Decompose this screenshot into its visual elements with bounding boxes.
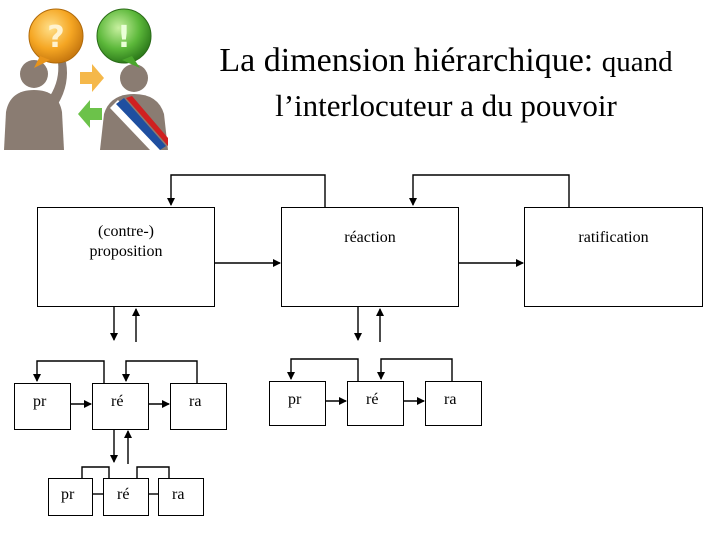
l2right-re-box: ré bbox=[347, 381, 404, 426]
loop-l2right-re-pr bbox=[287, 358, 359, 381]
title-rest: quand bbox=[601, 46, 673, 78]
loop-l3-ra-re bbox=[136, 466, 170, 478]
reaction-label: réaction bbox=[344, 229, 396, 246]
proposition-box: (contre-) proposition bbox=[37, 207, 215, 307]
l2left-re-box: ré bbox=[92, 383, 149, 430]
left-person-icon bbox=[4, 60, 67, 150]
l2right-pr-box: pr bbox=[269, 381, 326, 426]
page-subtitle: l’interlocuteur a du pouvoir bbox=[275, 88, 617, 123]
l3-re-label: ré bbox=[117, 486, 130, 503]
reaction-box: réaction bbox=[281, 207, 459, 307]
l2left-pr-box: pr bbox=[14, 383, 71, 430]
ratification-box: ratification bbox=[524, 207, 703, 307]
arrow-right-icon bbox=[80, 64, 104, 92]
l3-re-box: ré bbox=[103, 478, 149, 516]
l2left-pr-label: pr bbox=[33, 393, 47, 410]
proposition-label-line1: (contre-) bbox=[98, 223, 154, 240]
ratification-label: ratification bbox=[578, 229, 649, 246]
l2left-ra-box: ra bbox=[170, 383, 227, 430]
loop-ratification-to-reaction bbox=[409, 174, 570, 207]
loop-reaction-to-proposition bbox=[167, 174, 326, 207]
l2left-ra-label: ra bbox=[189, 393, 202, 410]
loop-l2left-ra-re bbox=[122, 360, 198, 383]
question-bubble-icon: ? bbox=[28, 8, 84, 68]
l2right-ra-box: ra bbox=[425, 381, 482, 426]
loop-l2left-re-pr bbox=[33, 360, 105, 383]
proposition-label-line2: proposition bbox=[89, 243, 163, 260]
l2right-re-label: ré bbox=[366, 391, 379, 408]
l3-ra-label: ra bbox=[172, 486, 185, 503]
l3-pr-box: pr bbox=[48, 478, 93, 516]
right-person-icon bbox=[100, 64, 168, 150]
svg-text:?: ? bbox=[47, 20, 64, 55]
title-main: La dimension hiérarchique: bbox=[219, 42, 594, 79]
l3-ra-box: ra bbox=[158, 478, 204, 516]
l2right-ra-label: ra bbox=[444, 391, 457, 408]
exclamation-bubble-icon: ! bbox=[96, 8, 152, 68]
loop-l2right-ra-re bbox=[377, 358, 453, 381]
l2left-re-label: ré bbox=[111, 393, 124, 410]
l2right-pr-label: pr bbox=[288, 391, 302, 408]
page-title: La dimension hiérarchique: quand bbox=[172, 42, 720, 80]
svg-text:!: ! bbox=[117, 20, 131, 55]
loop-l3-re-pr bbox=[81, 466, 110, 478]
debate-figures-logo: ? ! bbox=[4, 8, 168, 150]
l3-pr-label: pr bbox=[61, 486, 75, 503]
arrow-left-icon bbox=[78, 100, 102, 128]
